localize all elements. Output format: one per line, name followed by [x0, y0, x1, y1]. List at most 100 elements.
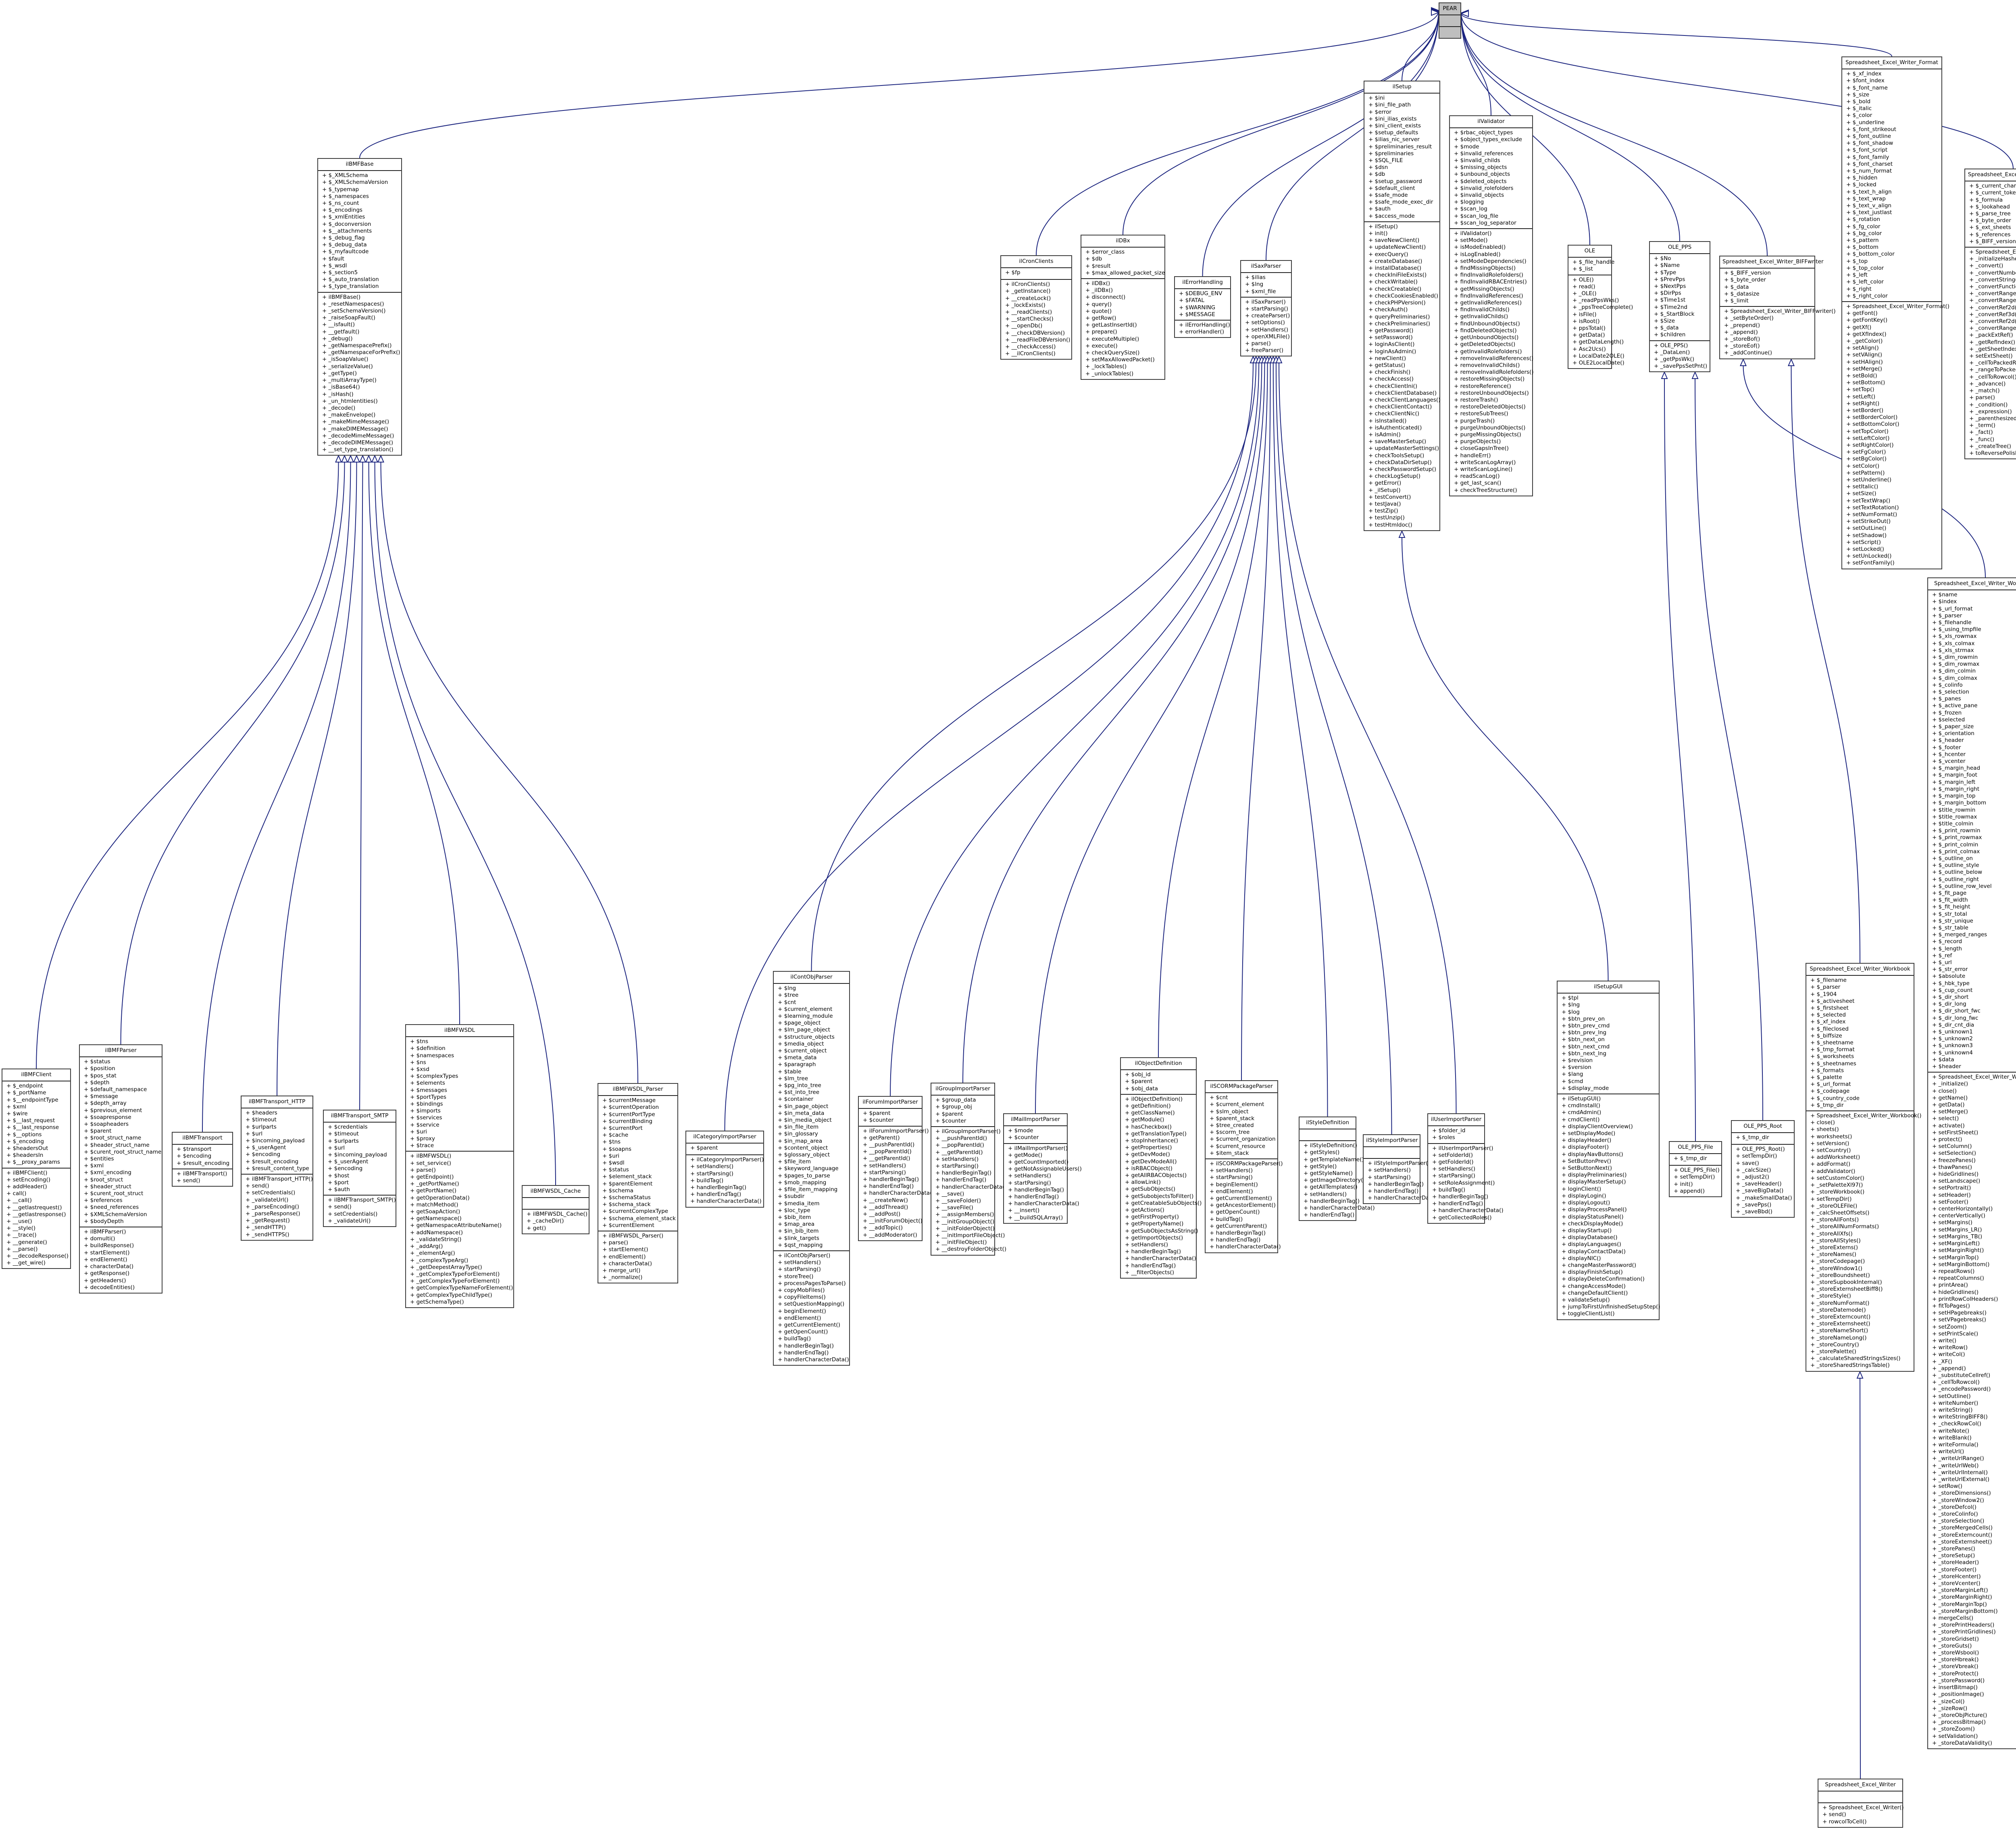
attribute: + $_url_format [1932, 605, 1973, 612]
method: + __initFolderObject() [935, 1225, 995, 1232]
method: + getFontKey() [1846, 317, 1888, 324]
method: + decodeEntities() [84, 1284, 135, 1291]
attribute: + $container [778, 1096, 814, 1103]
attribute: + $keyword_language [778, 1165, 839, 1172]
class-box-ilcronclients[interactable]: ilCronClients+ $fp+ ilCronClients()+ _ge… [1000, 255, 1072, 360]
method: + _expression() [1969, 408, 2012, 415]
class-box-ildbx[interactable]: ilDBx+ $error_class+ $db+ $result+ $max_… [1081, 235, 1165, 380]
attribute: + $_country_code [1810, 1095, 1860, 1102]
class-box-ilcontobjparser[interactable]: ilContObjParser+ $lng+ $tree+ $cnt+ $cur… [773, 971, 850, 1366]
class-box-ilbmfclient[interactable]: ilBMFClient+ $_endpoint+ $_portName+ $__… [2, 1069, 71, 1269]
class-box-ilerrorhandling[interactable]: ilErrorHandling+ $DEBUG_ENV+ $FATAL+ $WA… [1174, 276, 1231, 338]
method: + getOpenCount() [778, 1329, 828, 1335]
method: + endElement() [778, 1314, 821, 1321]
class-box-ilbmfwsdl-parser[interactable]: ilBMFWSDL_Parser+ $currentMessage+ $curr… [598, 1083, 678, 1284]
method: + quote() [1085, 308, 1112, 315]
class-box-ole[interactable]: OLE+ $_file_handle+ $_list+ OLE()+ read(… [1568, 245, 1633, 369]
method: + changeAccessMode() [1562, 1283, 1626, 1289]
method: + writeString() [1932, 1406, 1973, 1413]
class-box-ilstyleimportparser[interactable]: ilStyleImportParser+ ilStyleImportParser… [1363, 1134, 1439, 1204]
class-box-ilbmfwsdl[interactable]: ilBMFWSDL+ $tns+ $definition+ $namespace… [405, 1024, 514, 1308]
method: + ilUserImportParser() [1432, 1145, 1493, 1152]
method: + setBgColor() [1846, 456, 1887, 462]
method: + handlerBeginTag() [690, 1184, 746, 1191]
attributes-section: + $rbac_object_types+ $object_types_excl… [1450, 128, 1532, 229]
method: + _storeColinfo() [1932, 1511, 1978, 1518]
class-box-spreadsheet-excel-writer-worksheet[interactable]: Spreadsheet_Excel_Writer_Worksheet+ $nam… [1927, 577, 2016, 1749]
class-box-spreadsheet-excel-writer[interactable]: Spreadsheet_Excel_Writer+ Spreadsheet_Ex… [1818, 1779, 1904, 1828]
class-box-ilobjectdefinition[interactable]: ilObjectDefinition+ $obj_id+ $parent+ $o… [1120, 1057, 1202, 1279]
method: + append() [1674, 1187, 1705, 1194]
method: + getInvalidReferences() [1454, 300, 1522, 306]
method: + findDeletedObjects() [1454, 327, 1517, 334]
methods-section: + ilCronClients()+ _getInstance()+ __cre… [1001, 280, 1071, 359]
method: + beginElement() [1210, 1181, 1258, 1188]
attribute: + $_dir_short_fwc [1932, 1008, 1981, 1014]
class-box-pear[interactable]: PEAR [1439, 2, 1461, 39]
attribute: + $_hbk_type [1932, 980, 1970, 987]
method: + setHandlers() [1008, 1173, 1051, 1179]
attribute: + $_margin_right [1932, 785, 1980, 792]
class-box-ilsetup[interactable]: ilSetup+ $ini+ $ini_file_path+ $error+ $… [1364, 81, 1440, 531]
attribute: + $_xf_index [1846, 71, 1882, 77]
class-box-ilsaxparser[interactable]: ilSaxParser+ $ilias+ $lng+ $xml_file+ il… [1240, 260, 1292, 357]
class-box-ole-pps-file[interactable]: OLE_PPS_File+ $_tmp_dir+ OLE_PPS_File()+… [1669, 1141, 1722, 1198]
class-box-ilgroupimportparser[interactable]: ilGroupImportParser+ $group_data+ $group… [931, 1083, 1007, 1256]
class-box-ilforumimportparser[interactable]: ilForumImportParser+ $parent+ $counter+ … [858, 1096, 934, 1241]
attribute: + $_bg_color [1846, 230, 1882, 237]
class-box-spreadsheet-excel-writer-parser[interactable]: Spreadsheet_Excel_Writer_Parser+ $_curre… [1964, 169, 2016, 460]
class-box-ole-pps[interactable]: OLE_PPS+ $No+ $Name+ $Type+ $PrevPps+ $N… [1649, 241, 1710, 373]
attributes-section: + $No+ $Name+ $Type+ $PrevPps+ $NextPps+… [1650, 254, 1710, 341]
method: + _saveHeader() [1736, 1181, 1782, 1187]
method: + _storeStyle() [1810, 1293, 1851, 1300]
class-box-ilbmftransport-http[interactable]: ilBMFTransport_HTTP+ $headers+ $timeout+… [241, 1096, 313, 1241]
attribute: + $_right [1846, 285, 1872, 292]
class-box-ilmailimportparser[interactable]: ilMailImportParser+ $mode+ $counter+ ilM… [1003, 1113, 1082, 1224]
method: + _readPpsWks() [1572, 297, 1619, 304]
class-box-ilbmftransport-smtp[interactable]: ilBMFTransport_SMTP+ $credentials+ $time… [323, 1110, 396, 1227]
method: + __startChecks() [1005, 316, 1054, 323]
method: + _storeCountry() [1810, 1341, 1859, 1348]
attribute: + $incoming_payload [328, 1152, 387, 1158]
method: + _getInstance() [1005, 288, 1051, 295]
class-box-ole-pps-root[interactable]: OLE_PPS_Root+ $_tmp_dir+ OLE_PPS_Root()+… [1731, 1120, 1795, 1218]
method: + _storeMergedCells() [1932, 1525, 1993, 1531]
class-box-iluserimportparser[interactable]: ilUserImportParser+ $folder_id+ $roles+ … [1427, 1113, 1504, 1224]
method: + ppsTotal() [1572, 325, 1606, 332]
class-box-spreadsheet-excel-writer-format[interactable]: Spreadsheet_Excel_Writer_Format+ $_xf_in… [1841, 56, 1949, 569]
attributes-section [1439, 15, 1460, 27]
class-box-spreadsheet-excel-writer-biffwriter[interactable]: Spreadsheet_Excel_Writer_BIFFwriter+ $_B… [1719, 256, 1836, 359]
method: + _storeGuts() [1932, 1642, 1972, 1649]
class-box-ilbmfwsdl-cache[interactable]: ilBMFWSDL_Cache+ ilBMFWSDL_Cache()+ _cac… [522, 1185, 589, 1234]
class-box-ilbmftransport[interactable]: ilBMFTransport+ $transport+ $encoding+ $… [172, 1132, 233, 1187]
method: + _storeFooter() [1932, 1566, 1976, 1573]
method: + _storeHeader() [1932, 1559, 1979, 1566]
method: + restoreUnboundObjects() [1454, 390, 1529, 396]
class-name: OLE_PPS_File [1670, 1142, 1721, 1154]
class-box-ilvalidator[interactable]: ilValidator+ $rbac_object_types+ $object… [1449, 115, 1534, 496]
class-box-ilcategoryimportparser[interactable]: ilCategoryImportParser+ $parent+ ilCateg… [685, 1131, 764, 1208]
method: + setPassword() [1368, 334, 1413, 341]
attribute: + $schema_element_stack [602, 1215, 676, 1222]
method: + _storeProtect() [1932, 1670, 1979, 1677]
attribute: + $previous_element [84, 1107, 142, 1114]
method: + getXf() [1846, 324, 1872, 331]
method: + setBold() [1846, 372, 1877, 379]
class-box-ilbmfparser[interactable]: ilBMFParser+ $status+ $position+ $pos_st… [79, 1044, 162, 1294]
class-box-ilstyledefinition[interactable]: ilStyleDefinition+ ilStyleDefinition()+ … [1299, 1117, 1375, 1221]
class-box-spreadsheet-excel-writer-workbook[interactable]: Spreadsheet_Excel_Writer_Workbook+ $_fil… [1806, 963, 1921, 1372]
method: + getCollectedRoles() [1432, 1214, 1492, 1221]
method: + _OLE() [1572, 290, 1597, 297]
class-box-ilscormpackageparser[interactable]: ilSCORMPackageParser+ $cnt+ $current_ele… [1205, 1080, 1283, 1253]
attribute: + $table [778, 1068, 802, 1075]
class-box-ilsetupgui[interactable]: ilSetupGUI+ $tpl+ $lng+ $log+ $btn_prev_… [1557, 981, 1660, 1320]
method: + isRoot() [1572, 318, 1600, 325]
method: + __getlastresponse() [6, 1211, 66, 1218]
attribute: + $credentials [328, 1124, 368, 1131]
method: + checkTreeStructure() [1454, 487, 1517, 494]
method: + init() [1674, 1181, 1693, 1187]
method: + __readClients() [1005, 309, 1052, 316]
attribute: + $db [1368, 171, 1385, 178]
class-box-ilbmfbase[interactable]: ilBMFBase+ $_XMLSchema+ $_XMLSchemaVersi… [317, 158, 402, 456]
method: + send() [246, 1183, 269, 1189]
